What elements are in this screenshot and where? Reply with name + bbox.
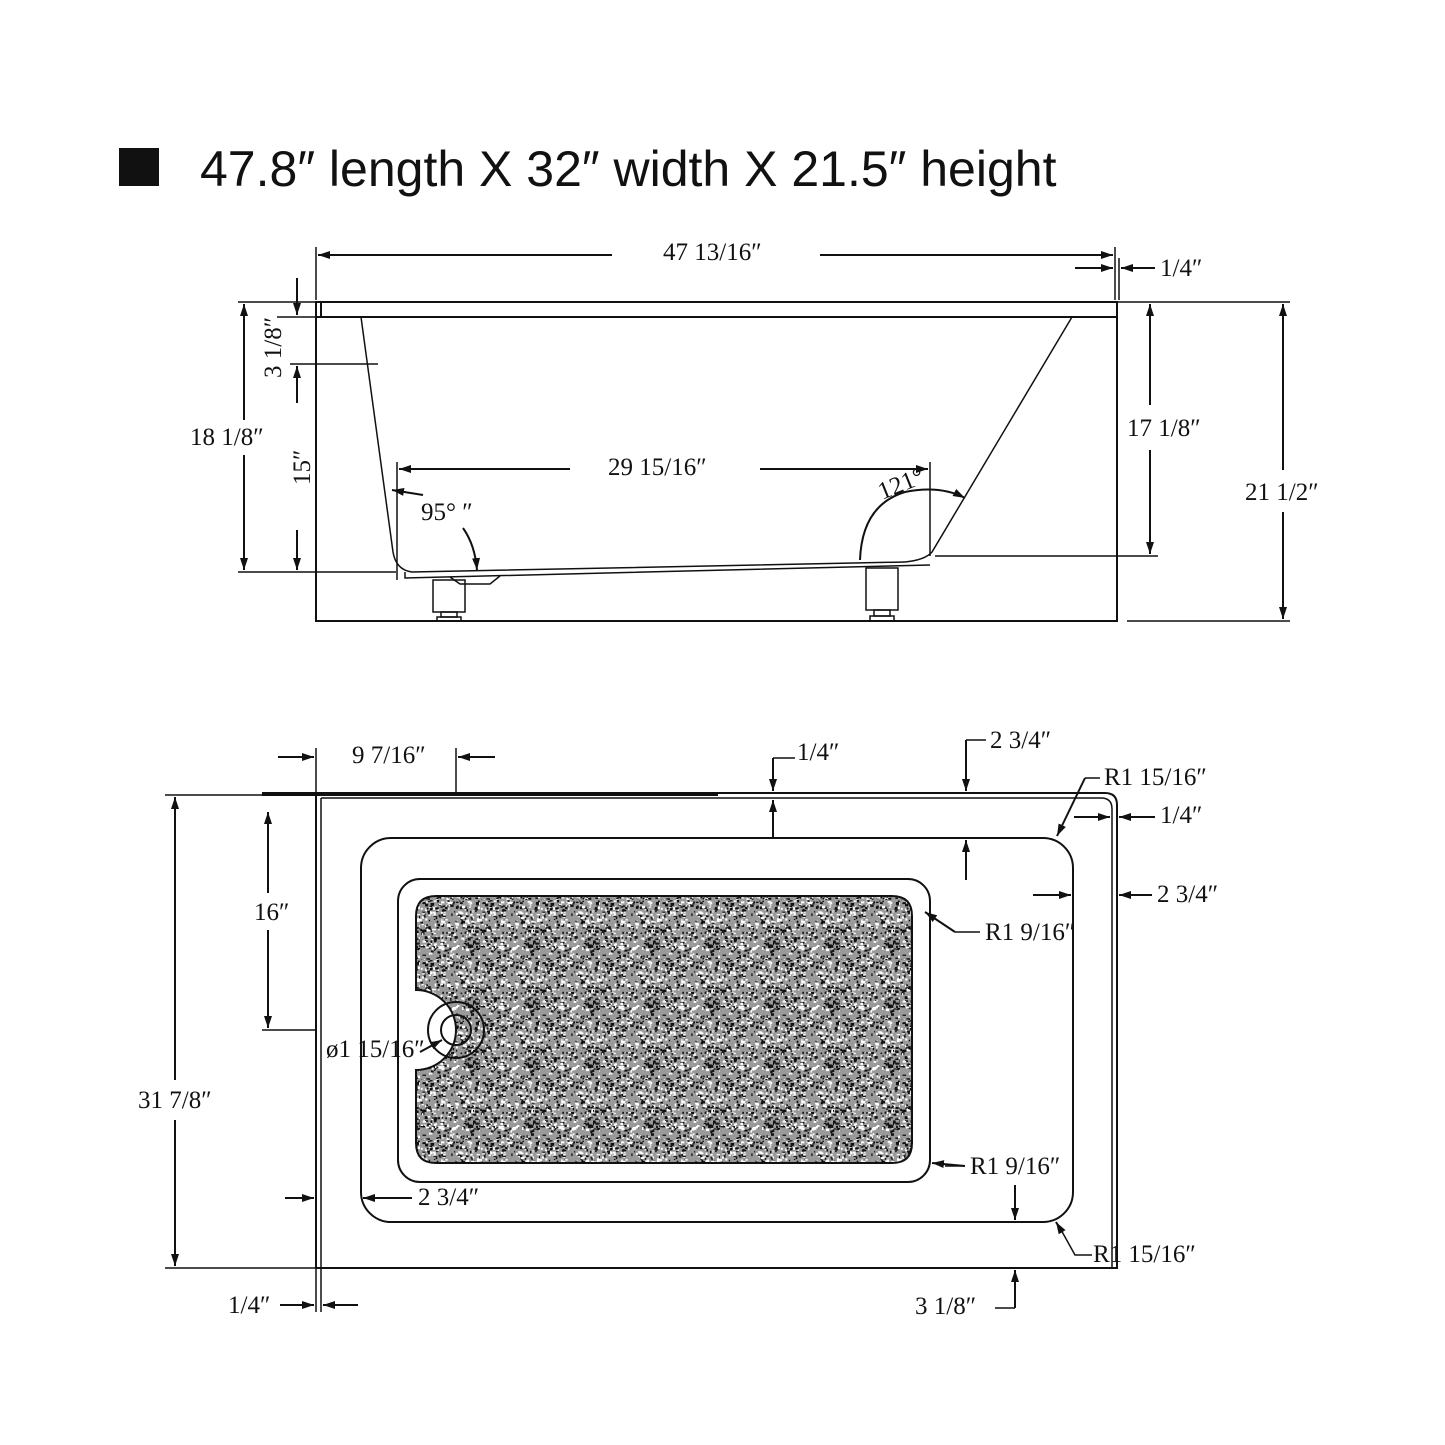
deck-outline (360, 837, 1074, 1223)
drain-icon (427, 1001, 485, 1059)
dim-right-wall: 1/4″ (1160, 802, 1202, 829)
title-bullet-icon (119, 148, 159, 186)
dim-bottom-length: 29 15/16″ (608, 454, 707, 481)
dim-inner-radius-bottom: R1 9/16″ (970, 1153, 1060, 1180)
dim-overall-width: 31 7/8″ (138, 1087, 212, 1114)
dim-inner-radius-top: R1 9/16″ (985, 919, 1075, 946)
top-outline (315, 792, 1118, 1269)
tub-interior-right (904, 316, 1073, 563)
dim-outer-radius-bottom: R1 15/16″ (1093, 1241, 1196, 1268)
dim-inner-depth: 15″ (289, 450, 316, 485)
top-view: 9 7/16″ 1/4″ 2 3/4″ R1 15/16″ 1/4″ 2 3/4… (138, 727, 1218, 1320)
dim-drain-offset: 9 7/16″ (352, 742, 426, 769)
dim-rim-thickness: 1/4″ (1160, 255, 1202, 282)
dim-outer-radius-top: R1 15/16″ (1104, 764, 1207, 791)
dim-right-deck: 2 3/4″ (1157, 881, 1218, 908)
dim-bottom-deck: 3 1/8″ (915, 1293, 976, 1320)
dim-left-deck: 2 3/4″ (418, 1184, 479, 1211)
dim-left-angle: 95° ″ (421, 499, 473, 526)
basin-outline (397, 878, 931, 1183)
side-view: 47 13/16″ 1/4″ 18 1/8″ 3 1/8″ 15″ 29 15/… (190, 239, 1319, 622)
dim-right-height: 17 1/8″ (1127, 415, 1201, 442)
dim-top-deck: 2 3/4″ (990, 727, 1051, 754)
page-title: 47.8″ length X 32″ width X 21.5″ height (200, 141, 1057, 197)
dim-drain-diameter: ø1 15/16″ (326, 1036, 425, 1063)
dim-left-wall: 1/4″ (228, 1292, 270, 1319)
textured-floor (416, 896, 912, 1163)
foot-left (432, 579, 466, 622)
tub-interior-left (360, 316, 906, 573)
dim-overall-length: 47 13/16″ (663, 239, 762, 266)
side-outline (315, 301, 1118, 622)
dim-rim-depth: 3 1/8″ (260, 317, 287, 378)
dim-drain-center: 16″ (254, 899, 289, 926)
foot-right (865, 567, 899, 622)
dim-left-height: 18 1/8″ (190, 424, 264, 451)
dim-total-height: 21 1/2″ (1245, 479, 1319, 506)
dim-top-wall: 1/4″ (797, 739, 839, 766)
